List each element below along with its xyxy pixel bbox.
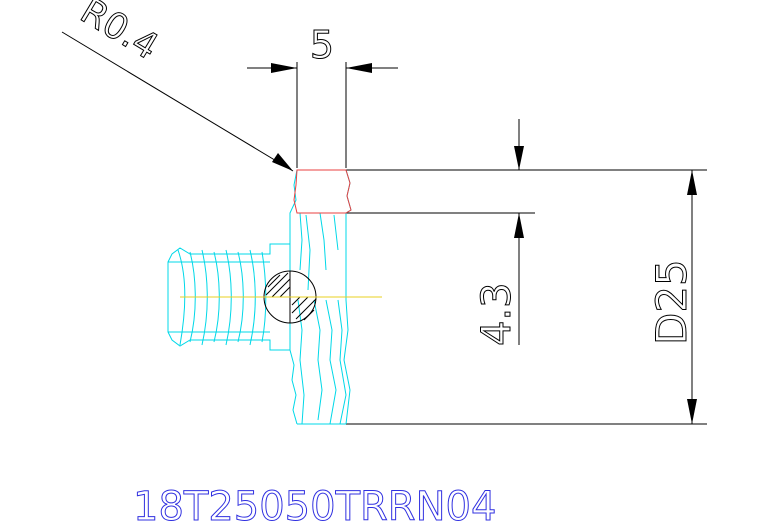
depth-dimension: 4.3 xyxy=(346,119,707,347)
corner-radius-highlight xyxy=(293,169,352,214)
cutter-part xyxy=(167,169,352,425)
shank-outline xyxy=(167,243,290,351)
diameter-dimension: D25 xyxy=(330,170,707,425)
radius-arrowhead xyxy=(272,153,293,171)
width-dimension: 5 xyxy=(247,23,398,168)
head-teeth xyxy=(297,212,347,425)
diameter-arrow-top xyxy=(687,170,697,195)
radius-label: R0.4 xyxy=(73,0,165,68)
head-outline-left xyxy=(289,169,298,425)
diameter-label: D25 xyxy=(647,259,696,345)
depth-label: 4.3 xyxy=(474,282,520,346)
part-number: 18T25050TRRN04 xyxy=(133,484,496,523)
diameter-arrow-bottom xyxy=(687,399,697,424)
threaded-shank xyxy=(167,243,290,351)
radius-leader-line xyxy=(61,31,294,172)
width-arrow-left xyxy=(271,63,297,73)
depth-arrow-bottom xyxy=(514,213,524,238)
radius-dimension: R0.4 xyxy=(61,0,294,172)
width-arrow-right xyxy=(346,63,372,73)
shank-threads xyxy=(177,249,267,346)
width-label: 5 xyxy=(310,23,334,67)
section-hatch xyxy=(265,272,317,321)
depth-arrow-top xyxy=(514,146,524,170)
